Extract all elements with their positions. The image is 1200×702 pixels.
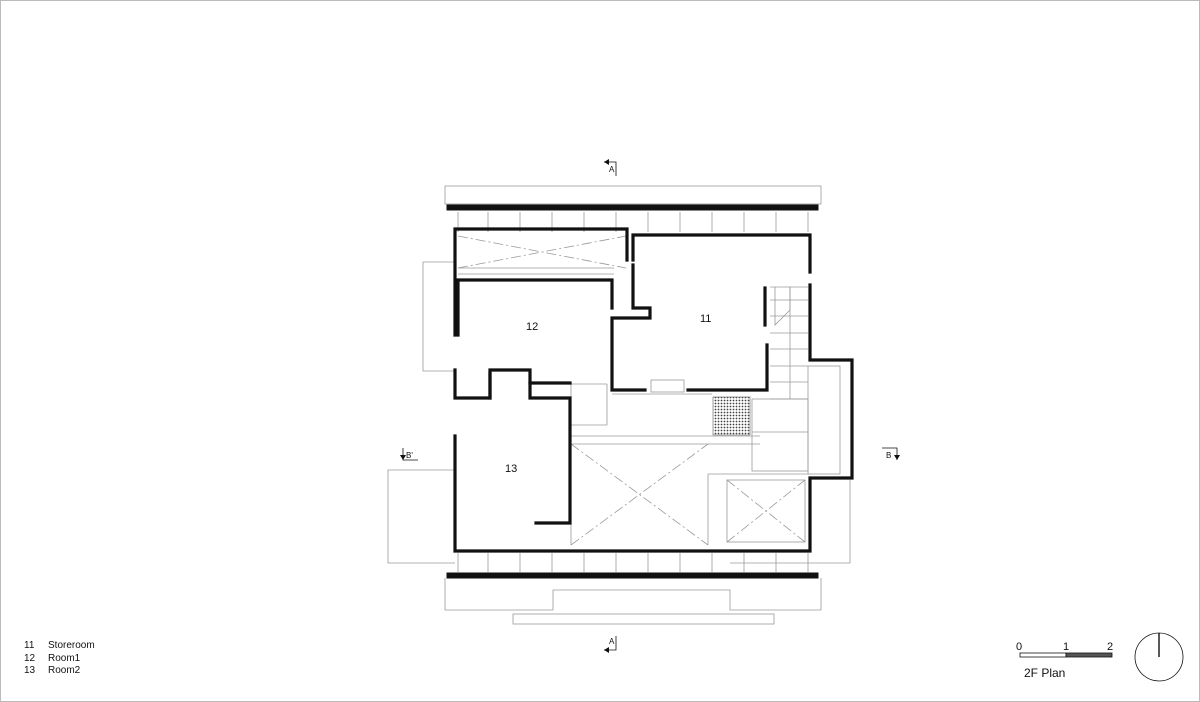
plan-title: 2F Plan — [1024, 666, 1065, 680]
room-label-13: 13 — [505, 463, 517, 475]
walls — [446, 204, 854, 579]
svg-text:B': B' — [406, 451, 413, 460]
void-cross-lines — [457, 235, 806, 546]
north-arrow-icon — [1134, 632, 1184, 682]
scale-label-1: 1 — [1063, 641, 1069, 653]
svg-text:B: B — [886, 451, 891, 460]
section-marker-bottom: A — [604, 636, 617, 653]
legend-name: Storeroom — [48, 640, 95, 651]
scale-label-0: 0 — [1016, 641, 1022, 653]
legend-item: 12 Room1 — [24, 653, 95, 666]
room-legend: 11 Storeroom 12 Room1 13 Room2 — [24, 640, 95, 678]
legend-name: Room1 — [48, 652, 81, 664]
scale-bar: 0 1 2 — [1016, 641, 1113, 658]
legend-item: 13 Room2 — [24, 665, 95, 678]
section-marker-top: A — [604, 159, 617, 176]
legend-name: Room2 — [48, 665, 81, 676]
roof-and-outline-lines — [387, 185, 851, 625]
room-label-12: 12 — [526, 321, 538, 333]
room-label-11: 11 — [700, 313, 711, 325]
legend-item: 11 Storeroom — [24, 640, 95, 653]
legend-number: 12 — [24, 652, 36, 664]
section-marker-left: B' — [400, 448, 418, 461]
scale-label-2: 2 — [1107, 641, 1113, 653]
svg-text:A: A — [609, 165, 615, 174]
section-marker-right: B — [882, 447, 900, 460]
legend-number: 11 — [24, 640, 35, 651]
legend-number: 13 — [24, 665, 36, 676]
hatched-floor-area — [712, 396, 751, 436]
svg-text:A: A — [609, 637, 615, 646]
